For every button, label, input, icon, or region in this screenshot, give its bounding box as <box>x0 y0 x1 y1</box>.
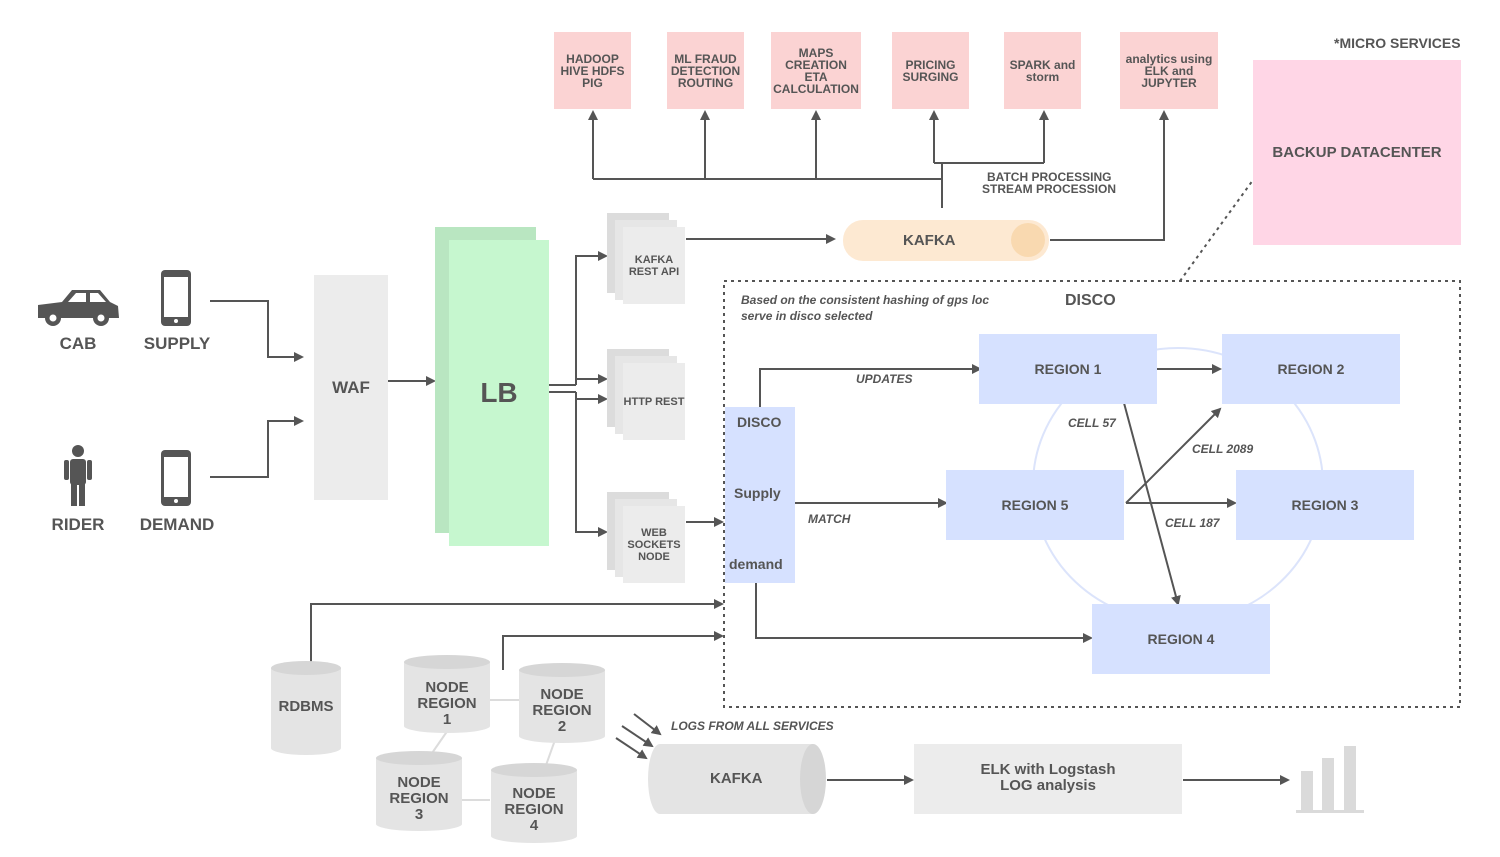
arrow-log-3 <box>615 737 648 760</box>
bus-line <box>593 178 943 208</box>
arrow-supply-waf <box>210 300 304 362</box>
node-region-1-label: NODE REGION 1 <box>417 679 477 728</box>
bar-chart-icon <box>1296 746 1364 813</box>
backup-link <box>1179 179 1254 282</box>
micro-service-hadoop: HADOOP HIVE HDFS PIG <box>554 32 631 109</box>
disco-box-supply: Supply <box>734 485 781 501</box>
node-region-3-cylinder <box>376 751 462 831</box>
micro-service-analytics: analytics using ELK and JUPYTER <box>1120 32 1218 109</box>
region-3: REGION 3 <box>1236 470 1414 540</box>
phone-icon-demand <box>161 450 191 506</box>
cell-57-label: CELL 57 <box>1068 416 1116 430</box>
micro-services-heading: *MICRO SERVICES <box>1334 35 1461 51</box>
node-region-4-label: NODE REGION 4 <box>504 785 564 834</box>
micro-service-maps: MAPS CREATION ETA CALCULATION <box>771 32 861 109</box>
elk-line-2: LOG analysis <box>1000 777 1096 794</box>
lb-box: LB <box>449 240 549 546</box>
cab-label: CAB <box>59 334 97 353</box>
lb-fanout <box>548 384 576 393</box>
kafka-top-pill <box>843 220 1049 261</box>
arrow-node-disco <box>502 631 724 670</box>
arrow-rdbms-disco <box>310 599 724 662</box>
batch-processing-label: BATCH PROCESSING <box>987 170 1112 184</box>
log-kafka-label: KAFKA <box>710 770 763 787</box>
waf-box: WAF <box>314 275 388 500</box>
elk-box <box>914 744 1182 814</box>
arrow-r5-r2 <box>1125 407 1222 504</box>
node-region-3-label: NODE REGION 3 <box>389 774 449 823</box>
disco-box-title: DISCO <box>737 414 782 430</box>
phone-icon-supply <box>161 270 191 326</box>
log-kafka-cylinder <box>648 744 826 814</box>
arrow-lb-api <box>575 251 608 385</box>
car-icon <box>38 290 119 326</box>
arrow-updates <box>759 364 982 407</box>
arrow-log-1 <box>633 713 662 736</box>
disco-note: Based on the consistent hashing of gps l… <box>741 293 990 323</box>
match-label: MATCH <box>808 512 851 526</box>
rdbms-cylinder <box>271 661 341 755</box>
disco-title: DISCO <box>1065 292 1116 309</box>
rider-label: RIDER <box>51 515 105 534</box>
web-sockets-node: WEB SOCKETS NODE <box>623 506 685 583</box>
rdbms-label: RDBMS <box>278 698 334 715</box>
micro-service-pricing: PRICING SURGING <box>892 32 969 109</box>
kafka-top-label: KAFKA <box>903 232 956 249</box>
http-rest-node: HTTP REST <box>623 363 685 440</box>
elk-line-1: ELK with Logstash <box>980 761 1116 778</box>
arrow-demand-waf <box>210 416 304 478</box>
cell-187-label: CELL 187 <box>1165 516 1220 530</box>
backup-datacenter: BACKUP DATACENTER <box>1253 60 1461 245</box>
micro-service-spark: SPARK and storm <box>1004 32 1081 109</box>
supply-label: SUPPLY <box>143 334 211 353</box>
arrow-log-2 <box>621 725 654 748</box>
demand-label: DEMAND <box>139 515 215 534</box>
node-region-2-cylinder <box>519 663 605 743</box>
node-region-1-cylinder <box>404 655 490 733</box>
region-5: REGION 5 <box>946 470 1124 540</box>
disco-service-box <box>725 407 795 583</box>
disco-box-demand: demand <box>729 556 783 572</box>
micro-service-ml: ML FRAUD DETECTION ROUTING <box>667 32 744 109</box>
updates-label: UPDATES <box>856 372 913 386</box>
person-icon <box>64 445 92 506</box>
node-region-4-cylinder <box>491 763 577 843</box>
stream-processing-label: STREAM PROCESSION <box>982 182 1117 196</box>
arrow-demand-region4 <box>755 583 1093 643</box>
region-1: REGION 1 <box>979 334 1157 404</box>
logs-label: LOGS FROM ALL SERVICES <box>671 719 834 733</box>
kafka-rest-api-node: KAFKA REST API <box>623 227 685 304</box>
region-2: REGION 2 <box>1222 334 1400 404</box>
cell-2089-label: CELL 2089 <box>1192 442 1254 456</box>
region-4: REGION 4 <box>1092 604 1270 674</box>
node-region-2-label: NODE REGION 2 <box>532 686 592 735</box>
arrow-kafka-analytics <box>1050 110 1169 241</box>
arrow-lb-ws <box>575 392 608 537</box>
